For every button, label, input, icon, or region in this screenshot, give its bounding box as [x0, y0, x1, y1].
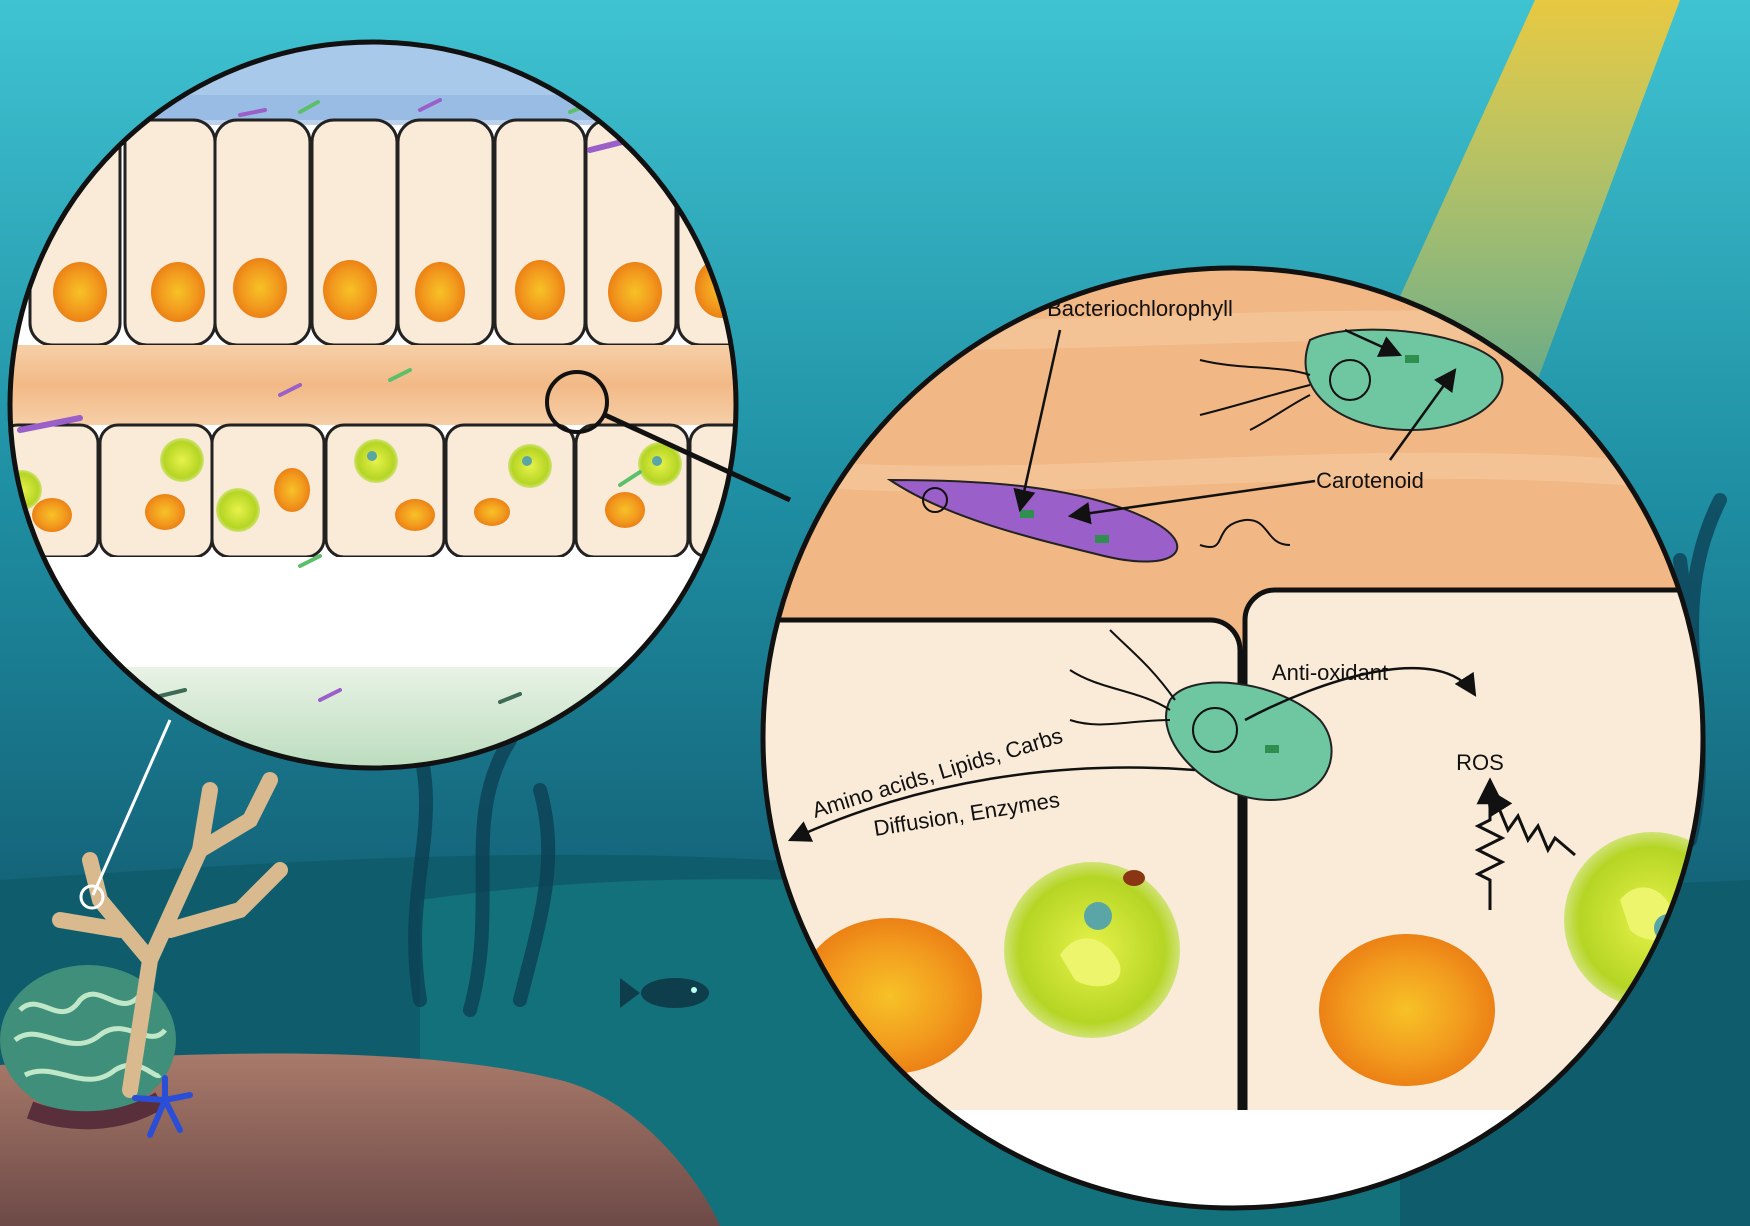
label-ros: ROS — [1456, 750, 1504, 775]
label-carotenoid: Carotenoid — [1316, 468, 1424, 493]
coral-branch-icon — [52, 772, 288, 1098]
fish-icon — [620, 978, 709, 1008]
tissue-zoom-border — [7, 39, 739, 771]
label-anti-oxidant: Anti-oxidant — [1272, 660, 1388, 685]
resistor-arrow-icon — [1474, 777, 1576, 910]
green-bacterium-top — [1199, 328, 1504, 432]
zoom-target-circle — [79, 884, 105, 910]
cell-zoom-border — [760, 265, 1706, 1211]
annotation-arrows — [787, 328, 1477, 842]
host-nucleus-right — [1319, 934, 1495, 1086]
green-bacterium-junction — [1069, 629, 1333, 802]
symbiont-cell-left — [1004, 862, 1180, 1038]
purple-bacterium — [886, 478, 1291, 563]
zoom-pointer-line — [91, 719, 172, 896]
inset-connector — [603, 412, 792, 503]
gastric-cavity — [10, 557, 736, 667]
sea-star-icon — [132, 1075, 193, 1138]
label-bacteriochlorophyll: Bacteriochlorophyll — [1047, 296, 1233, 321]
mesoglea-layer — [10, 345, 736, 425]
inset-marker — [545, 370, 609, 434]
